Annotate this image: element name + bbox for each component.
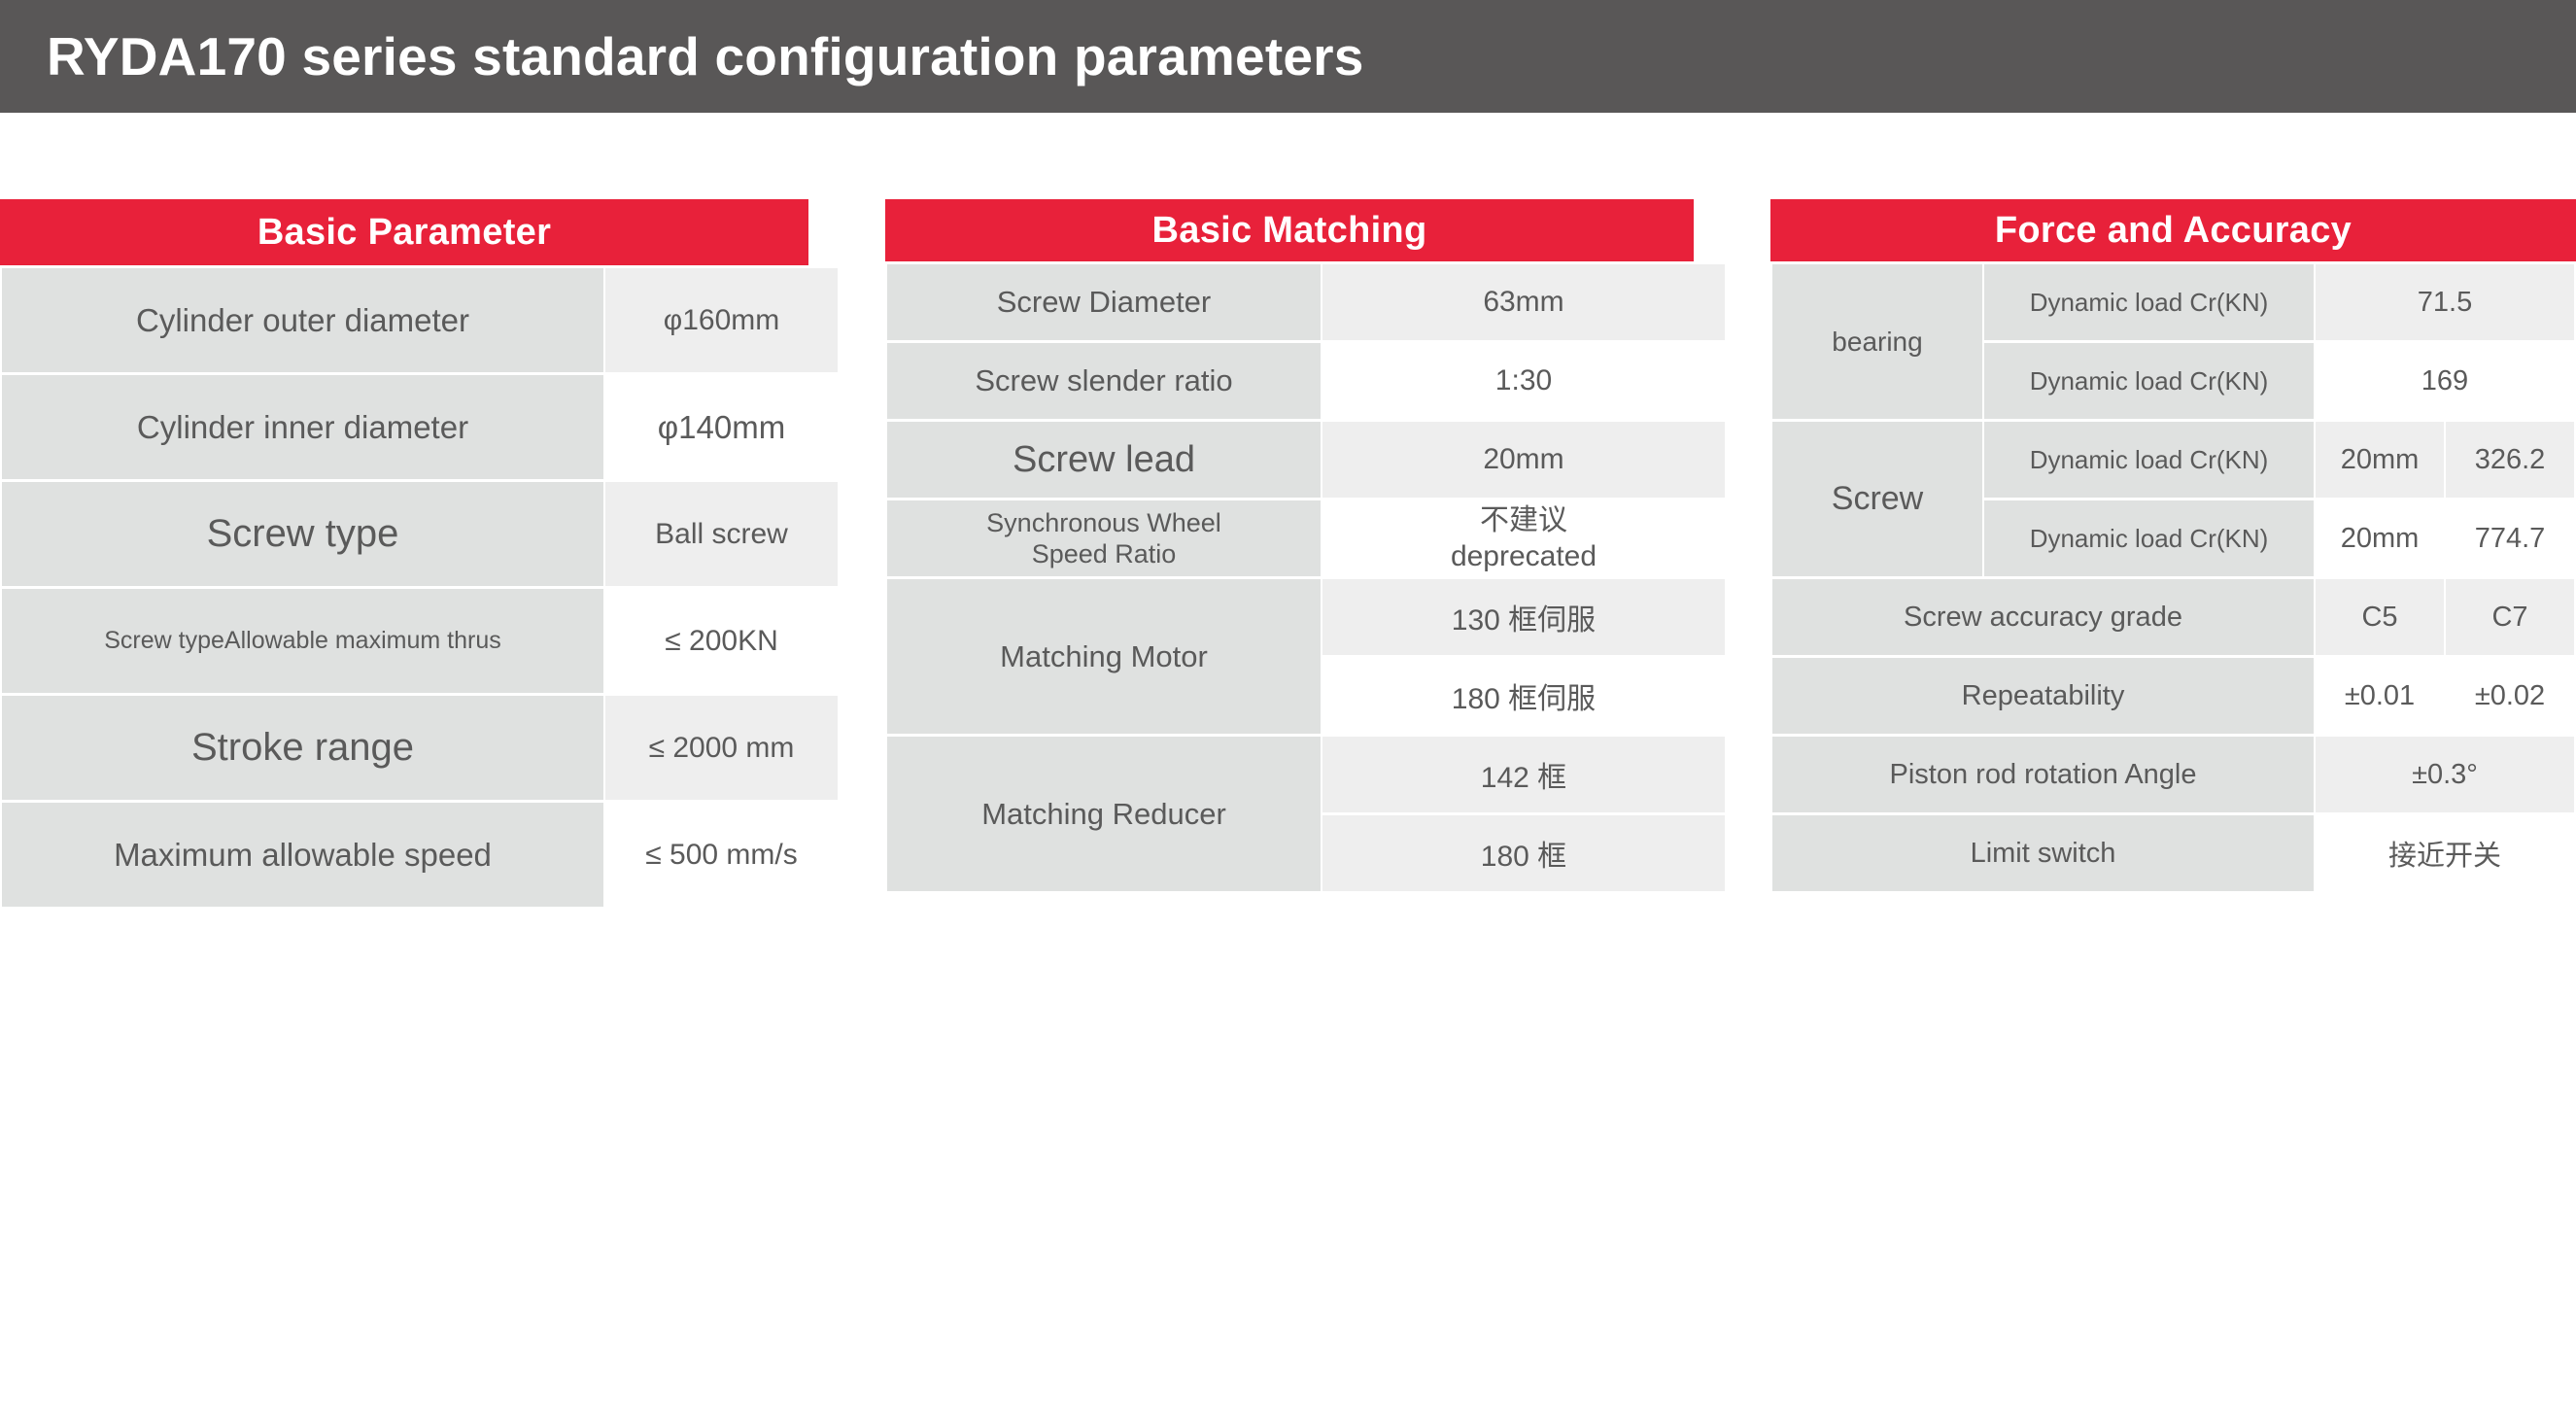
row-value: ≤ 500 mm/s [605,803,838,907]
table-row: Screw Diameter 63mm [887,264,1725,340]
row-label-matching-motor: Matching Motor [887,579,1321,734]
row-label: Screw slender ratio [887,343,1321,419]
section-basic-matching: Basic Matching Screw Diameter 63mm Screw… [885,199,1725,894]
section-basic-parameter: Basic Parameter Cylinder outer diameter … [0,199,838,910]
section-force-and-accuracy: Force and Accuracy bearing Dynamic load … [1770,199,2576,894]
row-value: 180 框伺服 [1322,658,1725,734]
table-force-and-accuracy: bearing Dynamic load Cr(KN) 71.5 Dynamic… [1770,261,2576,894]
row-value: 63mm [1322,264,1725,340]
row-label: Stroke range [2,696,603,800]
section-header-force-and-accuracy: Force and Accuracy [1770,199,2576,261]
row-label: Cylinder outer diameter [2,268,603,372]
table-basic-parameter: Cylinder outer diameter φ160mm Cylinder … [0,265,840,910]
row-label: Screw Diameter [887,264,1321,340]
row-value: 180 框 [1322,815,1725,891]
table-row: Stroke range ≤ 2000 mm [2,696,838,800]
row-label: Screw lead [887,422,1321,498]
section-header-basic-parameter: Basic Parameter [0,199,808,265]
table-row: 180 框伺服 [887,658,1725,734]
page-title-rest: series standard configuration parameters [286,26,1364,86]
table-row: Maximum allowable speed ≤ 500 mm/s [2,803,838,907]
row-label-line2: Speed Ratio [1031,539,1177,568]
row-label-matching-reducer: Matching Reducer [887,737,1321,891]
table-row: Piston rod rotation Angle ±0.3° [1772,737,2574,812]
page-title: RYDA170 series standard configuration pa… [47,25,1364,87]
table-row: Screw type Ball screw [2,482,838,586]
row-value: ±0.3° [2316,737,2574,812]
row-label: Screw type [2,482,603,586]
row-value: 142 框 [1322,737,1725,812]
table-basic-matching: Screw Diameter 63mm Screw slender ratio … [885,261,1727,894]
row-value: φ160mm [605,268,838,372]
row-sublabel: Dynamic load Cr(KN) [1984,422,2314,498]
row-value: 不建议 deprecated [1322,500,1725,576]
page-title-bar: RYDA170 series standard configuration pa… [0,0,2576,113]
row-sublabel: Dynamic load Cr(KN) [1984,343,2314,419]
row-value: ≤ 200KN [605,589,838,693]
table-row: Screw lead 20mm [887,422,1725,498]
table-row: Screw typeAllowable maximum thrus ≤ 200K… [2,589,838,693]
row-value: 1:30 [1322,343,1725,419]
table-row: bearing Dynamic load Cr(KN) 71.5 [1772,264,2574,419]
table-row: Matching Motor 130 框伺服 [887,579,1725,734]
row-value-secondary: 774.7 [2446,500,2574,576]
row-value: φ140mm [605,375,838,479]
table-row: Synchronous Wheel Speed Ratio 不建议 deprec… [887,500,1725,576]
table-row: Screw Dynamic load Cr(KN) 20mm 326.2 [1772,422,2574,576]
table-row: Matching Reducer 142 框 [887,737,1725,891]
row-value-secondary: C7 [2446,579,2574,655]
row-value-secondary: 326.2 [2446,422,2574,498]
section-header-basic-matching: Basic Matching [885,199,1694,261]
row-label: Screw typeAllowable maximum thrus [2,589,603,693]
table-row: Limit switch 接近开关 [1772,815,2574,891]
table-row: Repeatability ±0.01 ±0.02 [1772,658,2574,734]
table-row: Cylinder outer diameter φ160mm [2,268,838,372]
row-value-line1: 不建议 [1480,503,1567,536]
table-row: Screw slender ratio 1:30 [887,343,1725,419]
row-value: 169 [2316,343,2574,419]
row-label-line1: Synchronous Wheel [986,507,1221,537]
row-value: 71.5 [2316,264,2574,340]
row-value-primary: ±0.01 [2316,658,2444,734]
row-value: 130 框伺服 [1322,579,1725,655]
row-value: ≤ 2000 mm [605,696,838,800]
table-row: Screw accuracy grade C5 C7 [1772,579,2574,655]
row-value-primary: 20mm [2316,500,2444,576]
row-value-primary: C5 [2316,579,2444,655]
table-row: 180 框 [887,815,1725,891]
row-value: 20mm [1322,422,1725,498]
page-title-model: RYDA170 [47,26,287,86]
row-label: Screw accuracy grade [1772,579,2314,655]
table-row: Dynamic load Cr(KN) 20mm 774.7 [1772,500,2574,576]
row-label: Limit switch [1772,815,2314,891]
row-sublabel: Dynamic load Cr(KN) [1984,264,2314,340]
table-row: Cylinder inner diameter φ140mm [2,375,838,479]
row-value-line2: deprecated [1450,540,1597,572]
group-label-screw: Screw [1772,422,1982,576]
row-sublabel: Dynamic load Cr(KN) [1984,500,2314,576]
row-value: 接近开关 [2316,815,2574,891]
row-label: Repeatability [1772,658,2314,734]
row-value: Ball screw [605,482,838,586]
group-label-bearing: bearing [1772,264,1982,419]
row-label: Synchronous Wheel Speed Ratio [887,500,1321,576]
row-value-secondary: ±0.02 [2446,658,2574,734]
row-label: Cylinder inner diameter [2,375,603,479]
row-value-primary: 20mm [2316,422,2444,498]
table-row: Dynamic load Cr(KN) 169 [1772,343,2574,419]
row-label: Piston rod rotation Angle [1772,737,2314,812]
row-label: Maximum allowable speed [2,803,603,907]
